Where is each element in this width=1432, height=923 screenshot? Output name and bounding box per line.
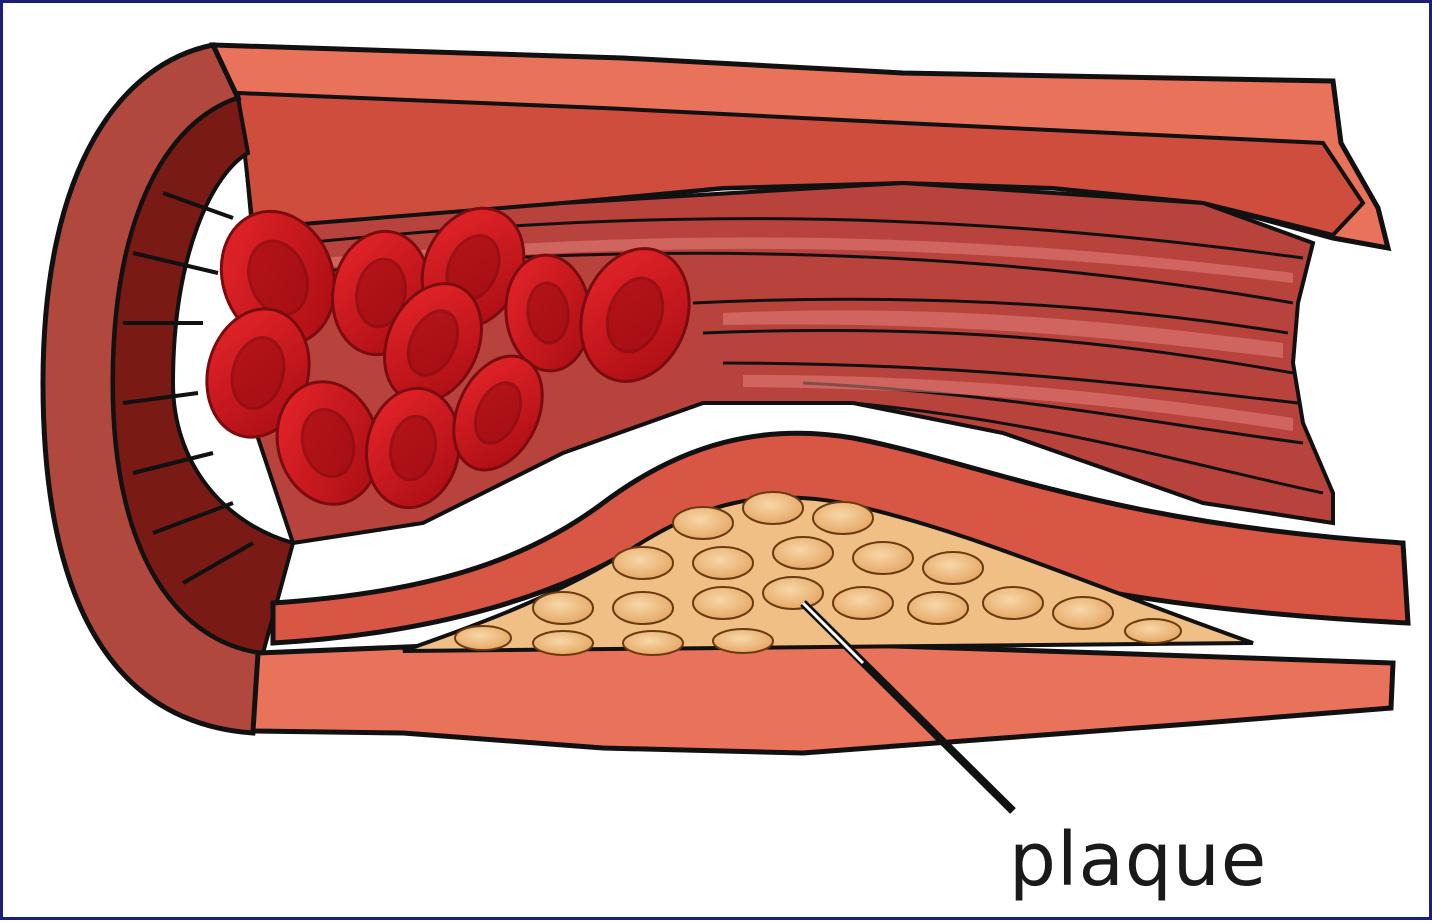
artery-wall-lower [253,643,1393,753]
artery-illustration [3,3,1432,923]
plaque-label: plaque [1009,823,1267,897]
